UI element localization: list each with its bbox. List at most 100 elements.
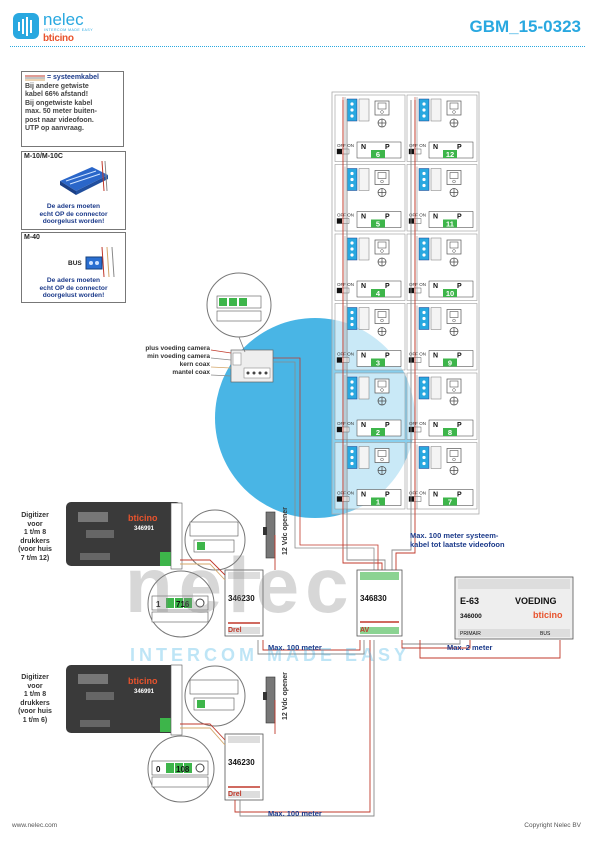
- crosshair-icon: [377, 327, 387, 336]
- p-label: P: [385, 353, 390, 360]
- legend-m10-note: De aders moeten echt OP de connector doo…: [22, 203, 125, 226]
- address-display: [371, 150, 385, 158]
- address-display: [443, 289, 457, 297]
- module-346830: [356, 569, 403, 637]
- legend-cable-title: = systeemkabel: [47, 74, 99, 81]
- distance-note-system: Max. 100 meter systeem- kabel tot laatst…: [410, 531, 505, 549]
- note-line: De aders moeten: [46, 277, 101, 284]
- footer-copyright: Copyright Nelec BV: [524, 822, 581, 829]
- label-line: 7 t/m 12): [20, 554, 50, 562]
- offon-label: OFF ON: [337, 143, 354, 148]
- offon-label: OFF ON: [409, 143, 426, 148]
- camera-labels: plus voeding camera min voeding camera k…: [100, 345, 210, 377]
- crosshair-icon: [377, 396, 387, 406]
- videophone-icon: [446, 378, 462, 394]
- address-display: [371, 497, 385, 506]
- n-label: N: [361, 144, 366, 151]
- power-supply-model: E-63: [460, 596, 479, 606]
- module-346230-bottom: [224, 733, 264, 801]
- crosshair-icon: [449, 118, 459, 128]
- videophone-icon: [374, 378, 390, 394]
- monitor-number: 10: [446, 289, 454, 298]
- module-346230-top-model: 346230: [228, 594, 255, 603]
- digitizer-top-code-small: 1: [156, 600, 161, 609]
- legend-cable-line: UTP op aanvraag.: [25, 125, 85, 132]
- offon-label: OFF ON: [409, 352, 426, 357]
- partner-logo: bticino: [43, 33, 74, 44]
- offon-label: OFF ON: [409, 282, 426, 287]
- offon-label: OFF ON: [409, 421, 426, 426]
- label-line: drukkers: [20, 537, 50, 545]
- p-label: P: [385, 422, 390, 429]
- offon-label: OFF ON: [409, 491, 426, 496]
- camera-label: mantel coax: [172, 369, 210, 376]
- footer-website[interactable]: www.nelec.com: [12, 822, 58, 829]
- legend-m40-label: M-40: [24, 234, 40, 241]
- document-code: GBM_15-0323: [469, 17, 581, 36]
- videophone-icon: [374, 100, 390, 116]
- brand-tagline: INTERCOM MADE EASY: [44, 28, 94, 32]
- camera-label: kern coax: [179, 361, 210, 368]
- monitor-number: 12: [446, 150, 454, 159]
- digitizer-bottom-zoom: [147, 735, 215, 803]
- crosshair-icon: [449, 396, 459, 406]
- power-supply-label: VOEDING: [515, 596, 557, 606]
- power-supply-brand: bticino: [533, 610, 563, 620]
- videophone-icon: [446, 309, 462, 324]
- address-display: [443, 497, 457, 506]
- brand-logo: nelec INTERCOM MADE EASY bticino: [13, 10, 113, 44]
- power-supply-prim: PRIMAIR: [460, 631, 481, 637]
- zoom-circle-camera: [206, 272, 272, 353]
- camera-connector: [210, 349, 379, 572]
- label-line: drukkers: [20, 699, 50, 707]
- p-label: P: [385, 214, 390, 221]
- crosshair-icon: [377, 257, 387, 267]
- module-346230-top-label: Drel: [228, 627, 242, 634]
- crosshair-icon: [377, 118, 387, 128]
- legend-m10-label: M-10/M-10C: [24, 153, 63, 160]
- module-346230-top: [224, 569, 264, 637]
- digitizer-bottom-model: 346991: [134, 689, 155, 695]
- module-346230-bottom-model: 346230: [228, 758, 255, 767]
- p-label: P: [457, 353, 462, 360]
- label-line: voor: [27, 682, 43, 690]
- address-display: [443, 358, 457, 367]
- monitor-number: 7: [448, 498, 452, 507]
- monitor-riser-cables: [342, 100, 416, 572]
- label-line: 1 t/m 8: [23, 529, 47, 536]
- door-opener-top-label: 12 Vdc opener: [282, 507, 289, 555]
- n-label: N: [361, 283, 366, 290]
- monitor-number: 1: [376, 498, 380, 507]
- crosshair-icon: [449, 188, 459, 197]
- note-line: kabel tot laatste videofoon: [410, 540, 505, 549]
- label-line: Digitizer: [21, 674, 49, 681]
- monitor-number: 5: [376, 220, 380, 229]
- address-display: [371, 289, 385, 297]
- monitor-number: 8: [448, 428, 452, 437]
- header-divider: [10, 46, 585, 47]
- crosshair-icon: [449, 327, 459, 336]
- camera-label: plus voeding camera: [145, 345, 210, 352]
- connector-m10-icon: [60, 161, 108, 195]
- n-label: N: [361, 214, 366, 221]
- power-supply-code: 346000: [460, 613, 482, 620]
- p-label: P: [385, 283, 390, 290]
- legend-m40-box: M-40 BUS De aders moeten echt OP de conn…: [21, 232, 126, 303]
- label-line: (voor huis: [18, 708, 52, 715]
- monitor-number: 3: [376, 359, 380, 368]
- watermark-tagline: INTERCOM MADE EASY: [130, 645, 411, 665]
- label-line: voor: [27, 520, 43, 528]
- offon-label: OFF ON: [337, 282, 354, 287]
- digitizer-bottom-code: 108: [176, 765, 190, 774]
- digitizer-top-label: Digitizer voor 1 t/m 8 drukkers (voor hu…: [10, 512, 60, 563]
- offon-label: OFF ON: [337, 213, 354, 218]
- p-label: P: [457, 283, 462, 290]
